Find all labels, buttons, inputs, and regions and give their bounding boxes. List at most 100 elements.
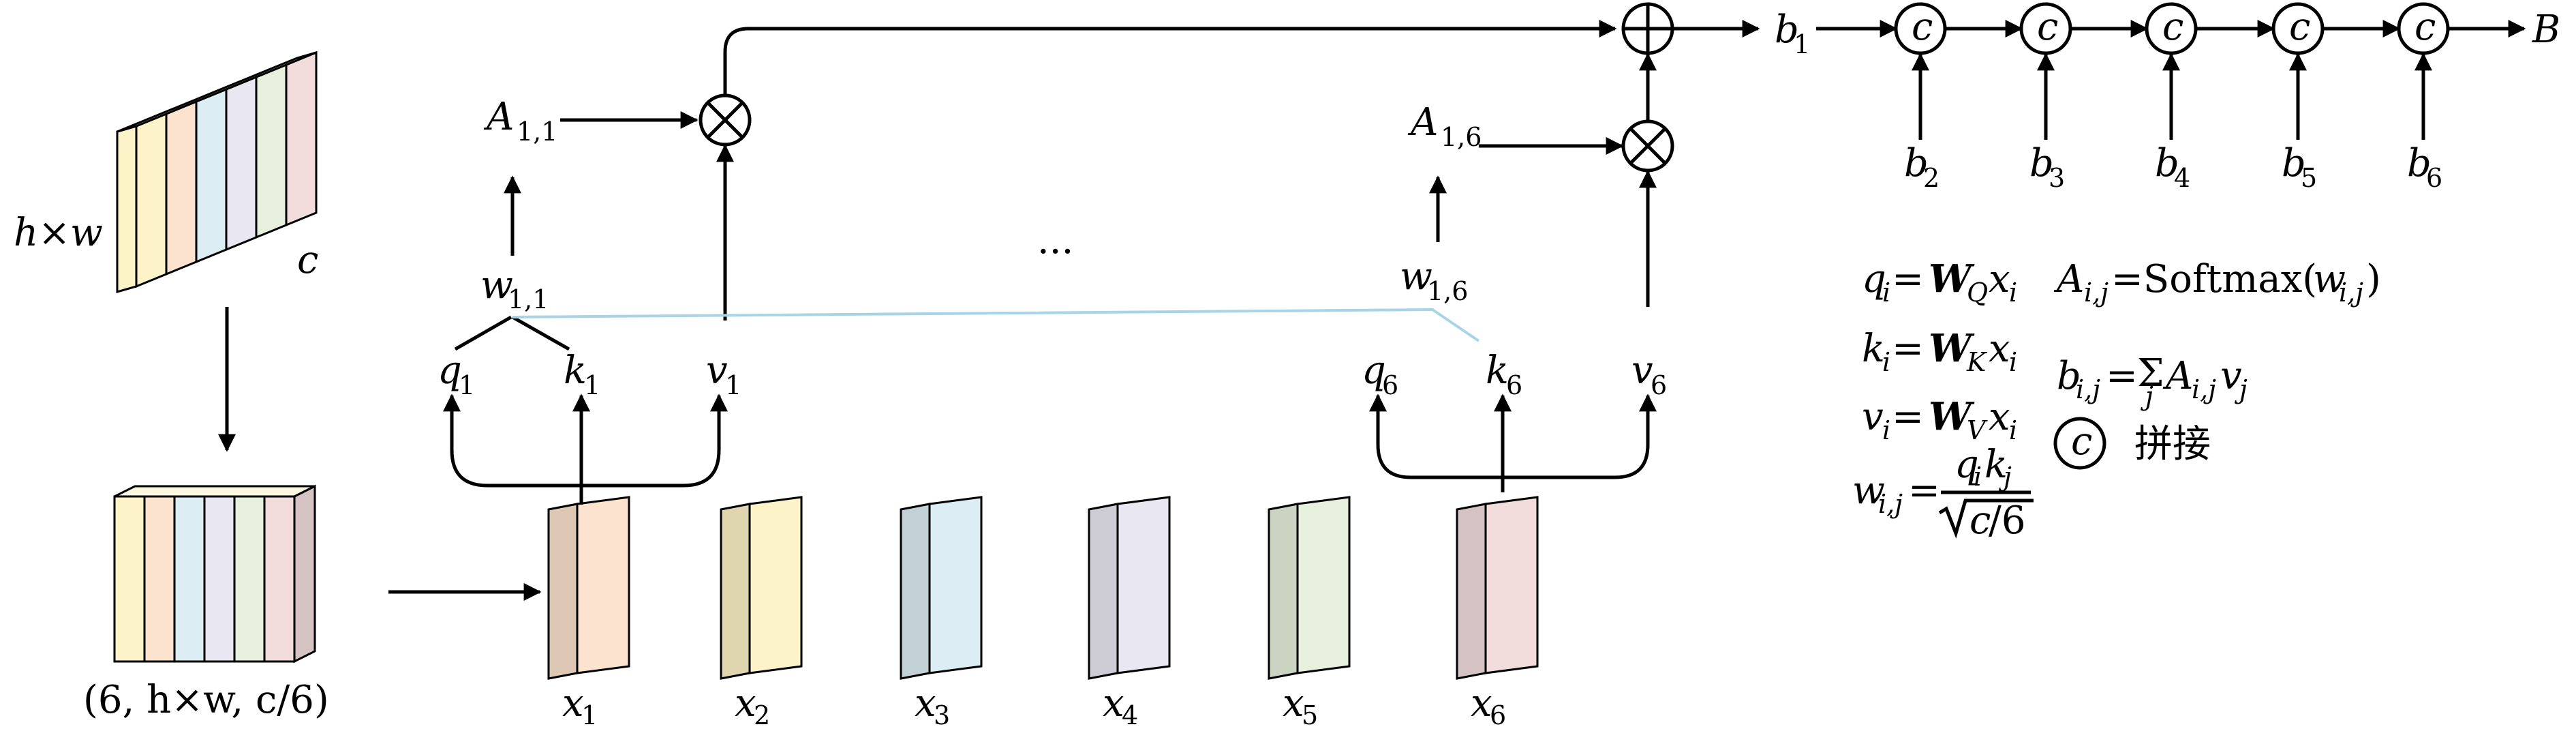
k-definition: ki = WK xi: [1862, 326, 2017, 377]
svg-text:i,j: i,j: [2084, 278, 2109, 308]
svg-text:=: =: [2106, 354, 2138, 398]
svg-text:i: i: [2009, 415, 2017, 445]
output-label: B: [2532, 8, 2560, 52]
svg-text:i: i: [1882, 415, 1890, 445]
token-x5-label: x: [1283, 681, 1304, 726]
svg-text:i: i: [1974, 462, 1982, 492]
svg-text:拼接: 拼接: [2134, 422, 2211, 466]
v6-label: v: [1631, 348, 1653, 393]
svg-text:i,j: i,j: [2339, 278, 2363, 308]
left-to-sum-arrow: [723, 20, 1617, 95]
svg-text:Q: Q: [1967, 278, 1988, 308]
reshaped-feature-block: [113, 484, 316, 664]
left-multiply-node: [699, 93, 752, 147]
svg-text:/6: /6: [1989, 499, 2026, 543]
b1-sub: 1: [1794, 29, 1810, 59]
chain-input-label: b: [1904, 141, 1929, 185]
chain-input-label: b: [2155, 141, 2179, 185]
token-x4-side: [1088, 503, 1119, 680]
svg-text:): ): [2366, 257, 2381, 301]
svg-text:i: i: [2009, 278, 2017, 308]
svg-text:v: v: [1862, 395, 1884, 439]
svg-text:i,j: i,j: [2076, 374, 2100, 404]
svg-text:A: A: [2053, 257, 2084, 301]
input-dims-label: h×w: [14, 211, 103, 255]
svg-text:=: =: [1892, 257, 1924, 301]
input-side-face: [116, 125, 138, 293]
svg-text:W: W: [1929, 256, 1975, 301]
token-x5-face: [1296, 496, 1351, 674]
chain-input-sub: 2: [1923, 163, 1939, 193]
q1-label: q: [438, 348, 462, 393]
chain-input-label: b: [2282, 141, 2306, 185]
concat-node-label: c: [2037, 5, 2058, 49]
input-slice: [255, 63, 288, 239]
concat-legend: c 拼接: [2053, 417, 2211, 470]
token-x2-face: [748, 496, 803, 674]
token-x3-face: [928, 496, 983, 674]
k1-to-w11-line: [511, 315, 570, 351]
svg-text:b: b: [2057, 354, 2081, 398]
reshaped-top-face: [114, 485, 316, 498]
token-x6-label: x: [1471, 681, 1492, 726]
concat-node-label: c: [2414, 5, 2436, 49]
a11-label: A: [483, 95, 514, 139]
chain-input-sub: 3: [2049, 163, 2065, 193]
token-x4-face: [1116, 496, 1171, 674]
v1-label: v: [706, 348, 728, 393]
svg-text:i: i: [1882, 278, 1890, 308]
svg-text:c: c: [2071, 419, 2092, 464]
svg-text:K: K: [1966, 347, 1988, 377]
input-slice: [285, 50, 318, 227]
w-definition: wi,j = qi kj c /6: [1852, 443, 2034, 543]
svg-text:i,j: i,j: [2192, 374, 2216, 404]
token-x5-sub: 5: [1302, 700, 1318, 726]
q1-to-w11-line: [454, 315, 512, 351]
b-definition: bi,j = Σ j Ai,j vj: [2057, 351, 2248, 411]
input-feature-block: [116, 50, 318, 293]
w11-label: w: [480, 263, 513, 308]
token-x2-sub: 2: [754, 700, 770, 726]
token-x1-side: [547, 503, 579, 680]
token-x2-side: [720, 503, 751, 680]
reshaped-slice: [233, 495, 266, 663]
q6-sub: 6: [1382, 370, 1398, 400]
a16-sub: 1,6: [1441, 122, 1482, 152]
svg-text:i,j: i,j: [1878, 489, 1903, 519]
right-multiply-node: [1621, 119, 1674, 173]
formula-block: qi = WQ xi ki = WK xi vi = WV xi wi,j = …: [1852, 256, 2381, 543]
svg-text:V: V: [1967, 415, 1988, 445]
chain-input-sub: 6: [2426, 163, 2442, 193]
input-top-face: [117, 51, 317, 133]
reshaped-slice: [113, 495, 146, 663]
svg-text:w: w: [2313, 257, 2346, 301]
sum-node: [1621, 2, 1674, 55]
a11-sub: 1,1: [517, 117, 557, 147]
w16-label: w: [1400, 254, 1432, 299]
svg-text:i: i: [2009, 347, 2017, 377]
svg-text:v: v: [2220, 354, 2242, 398]
token-x1-face: [576, 496, 630, 674]
svg-text:x: x: [1989, 327, 2010, 371]
svg-text:c: c: [1969, 499, 1991, 543]
svg-text:i: i: [1882, 347, 1890, 377]
svg-text:=Softmax(: =Softmax(: [2111, 257, 2317, 301]
token-x6-face: [1484, 496, 1539, 674]
svg-text:W: W: [1929, 394, 1975, 439]
concat-node-label: c: [1912, 5, 1933, 49]
k6-sub: 6: [1506, 370, 1522, 400]
concat-node-label: c: [2289, 5, 2310, 49]
token-x4-sub: 4: [1122, 700, 1138, 726]
token-x6-side: [1456, 503, 1487, 680]
a16-label: A: [1407, 100, 1438, 145]
chain-input-sub: 4: [2174, 163, 2190, 193]
q1-sub: 1: [459, 370, 475, 400]
reshaped-slice: [143, 495, 176, 663]
reshaped-slice: [173, 495, 206, 663]
input-slice: [195, 87, 228, 264]
svg-text:=: =: [1908, 468, 1940, 513]
